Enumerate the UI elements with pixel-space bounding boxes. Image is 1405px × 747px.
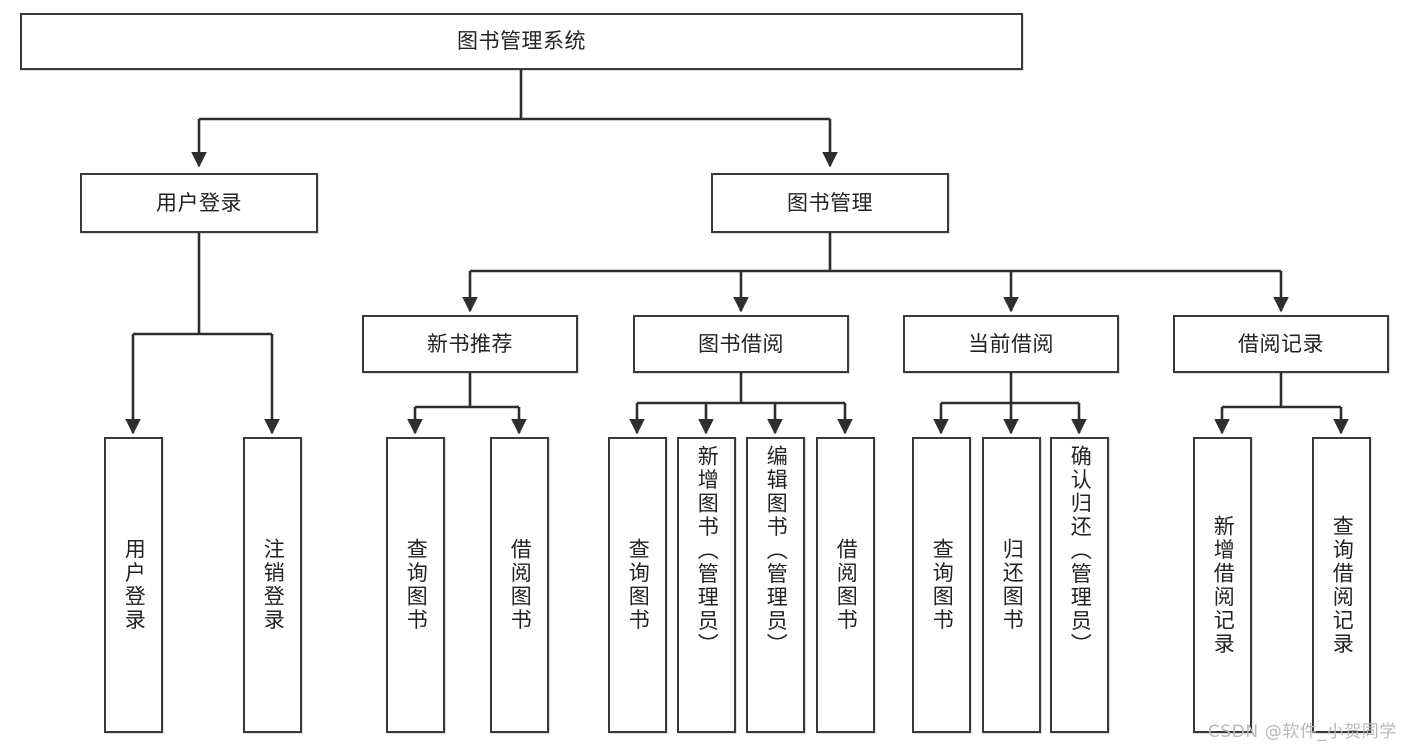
node-label: 用户登录 — [122, 538, 147, 632]
node-label: 查询借阅记录 — [1330, 514, 1355, 656]
leaf-borrow-add-book-admin[interactable]: 新增图书（管理员） — [677, 437, 736, 733]
node-label: 确认归还（管理员） — [1068, 445, 1093, 657]
node-current-borrow[interactable]: 当前借阅 — [903, 315, 1119, 373]
node-book-management[interactable]: 图书管理 — [711, 173, 949, 233]
leaf-current-confirm-return-admin[interactable]: 确认归还（管理员） — [1050, 437, 1109, 733]
node-label: 借阅记录 — [1238, 331, 1324, 356]
leaf-new-book-query[interactable]: 查询图书 — [386, 437, 445, 733]
leaf-new-book-borrow[interactable]: 借阅图书 — [490, 437, 549, 733]
leaf-current-query-book[interactable]: 查询图书 — [912, 437, 971, 733]
leaf-record-query-record[interactable]: 查询借阅记录 — [1312, 437, 1371, 733]
node-label: 编辑图书（管理员） — [764, 445, 789, 657]
leaf-borrow-query-book[interactable]: 查询图书 — [608, 437, 667, 733]
leaf-record-add-record[interactable]: 新增借阅记录 — [1193, 437, 1252, 733]
node-label: 图书借阅 — [698, 331, 784, 356]
node-label: 用户登录 — [156, 190, 242, 215]
node-user-login[interactable]: 用户登录 — [80, 173, 318, 233]
node-label: 查询图书 — [930, 538, 955, 632]
node-label: 新增图书（管理员） — [695, 445, 720, 657]
node-label: 查询图书 — [626, 538, 651, 632]
node-new-book-recommend[interactable]: 新书推荐 — [362, 315, 578, 373]
node-label: 归还图书 — [1000, 538, 1025, 632]
node-root-system[interactable]: 图书管理系统 — [20, 13, 1023, 70]
leaf-borrow-borrow-book[interactable]: 借阅图书 — [816, 437, 875, 733]
node-book-borrow[interactable]: 图书借阅 — [633, 315, 849, 373]
node-label: 图书管理 — [787, 190, 873, 215]
node-label: 借阅图书 — [834, 538, 859, 632]
node-borrow-record[interactable]: 借阅记录 — [1173, 315, 1389, 373]
node-label: 查询图书 — [404, 538, 429, 632]
node-label: 新书推荐 — [427, 331, 513, 356]
node-label: 新增借阅记录 — [1211, 514, 1236, 656]
node-label: 图书管理系统 — [457, 29, 586, 54]
leaf-current-return-book[interactable]: 归还图书 — [982, 437, 1041, 733]
leaf-user-login-logout[interactable]: 注销登录 — [243, 437, 302, 733]
leaf-user-login-login[interactable]: 用户登录 — [104, 437, 163, 733]
node-label: 注销登录 — [261, 538, 286, 632]
leaf-borrow-edit-book-admin[interactable]: 编辑图书（管理员） — [746, 437, 805, 733]
node-label: 借阅图书 — [508, 538, 533, 632]
node-label: 当前借阅 — [968, 331, 1054, 356]
